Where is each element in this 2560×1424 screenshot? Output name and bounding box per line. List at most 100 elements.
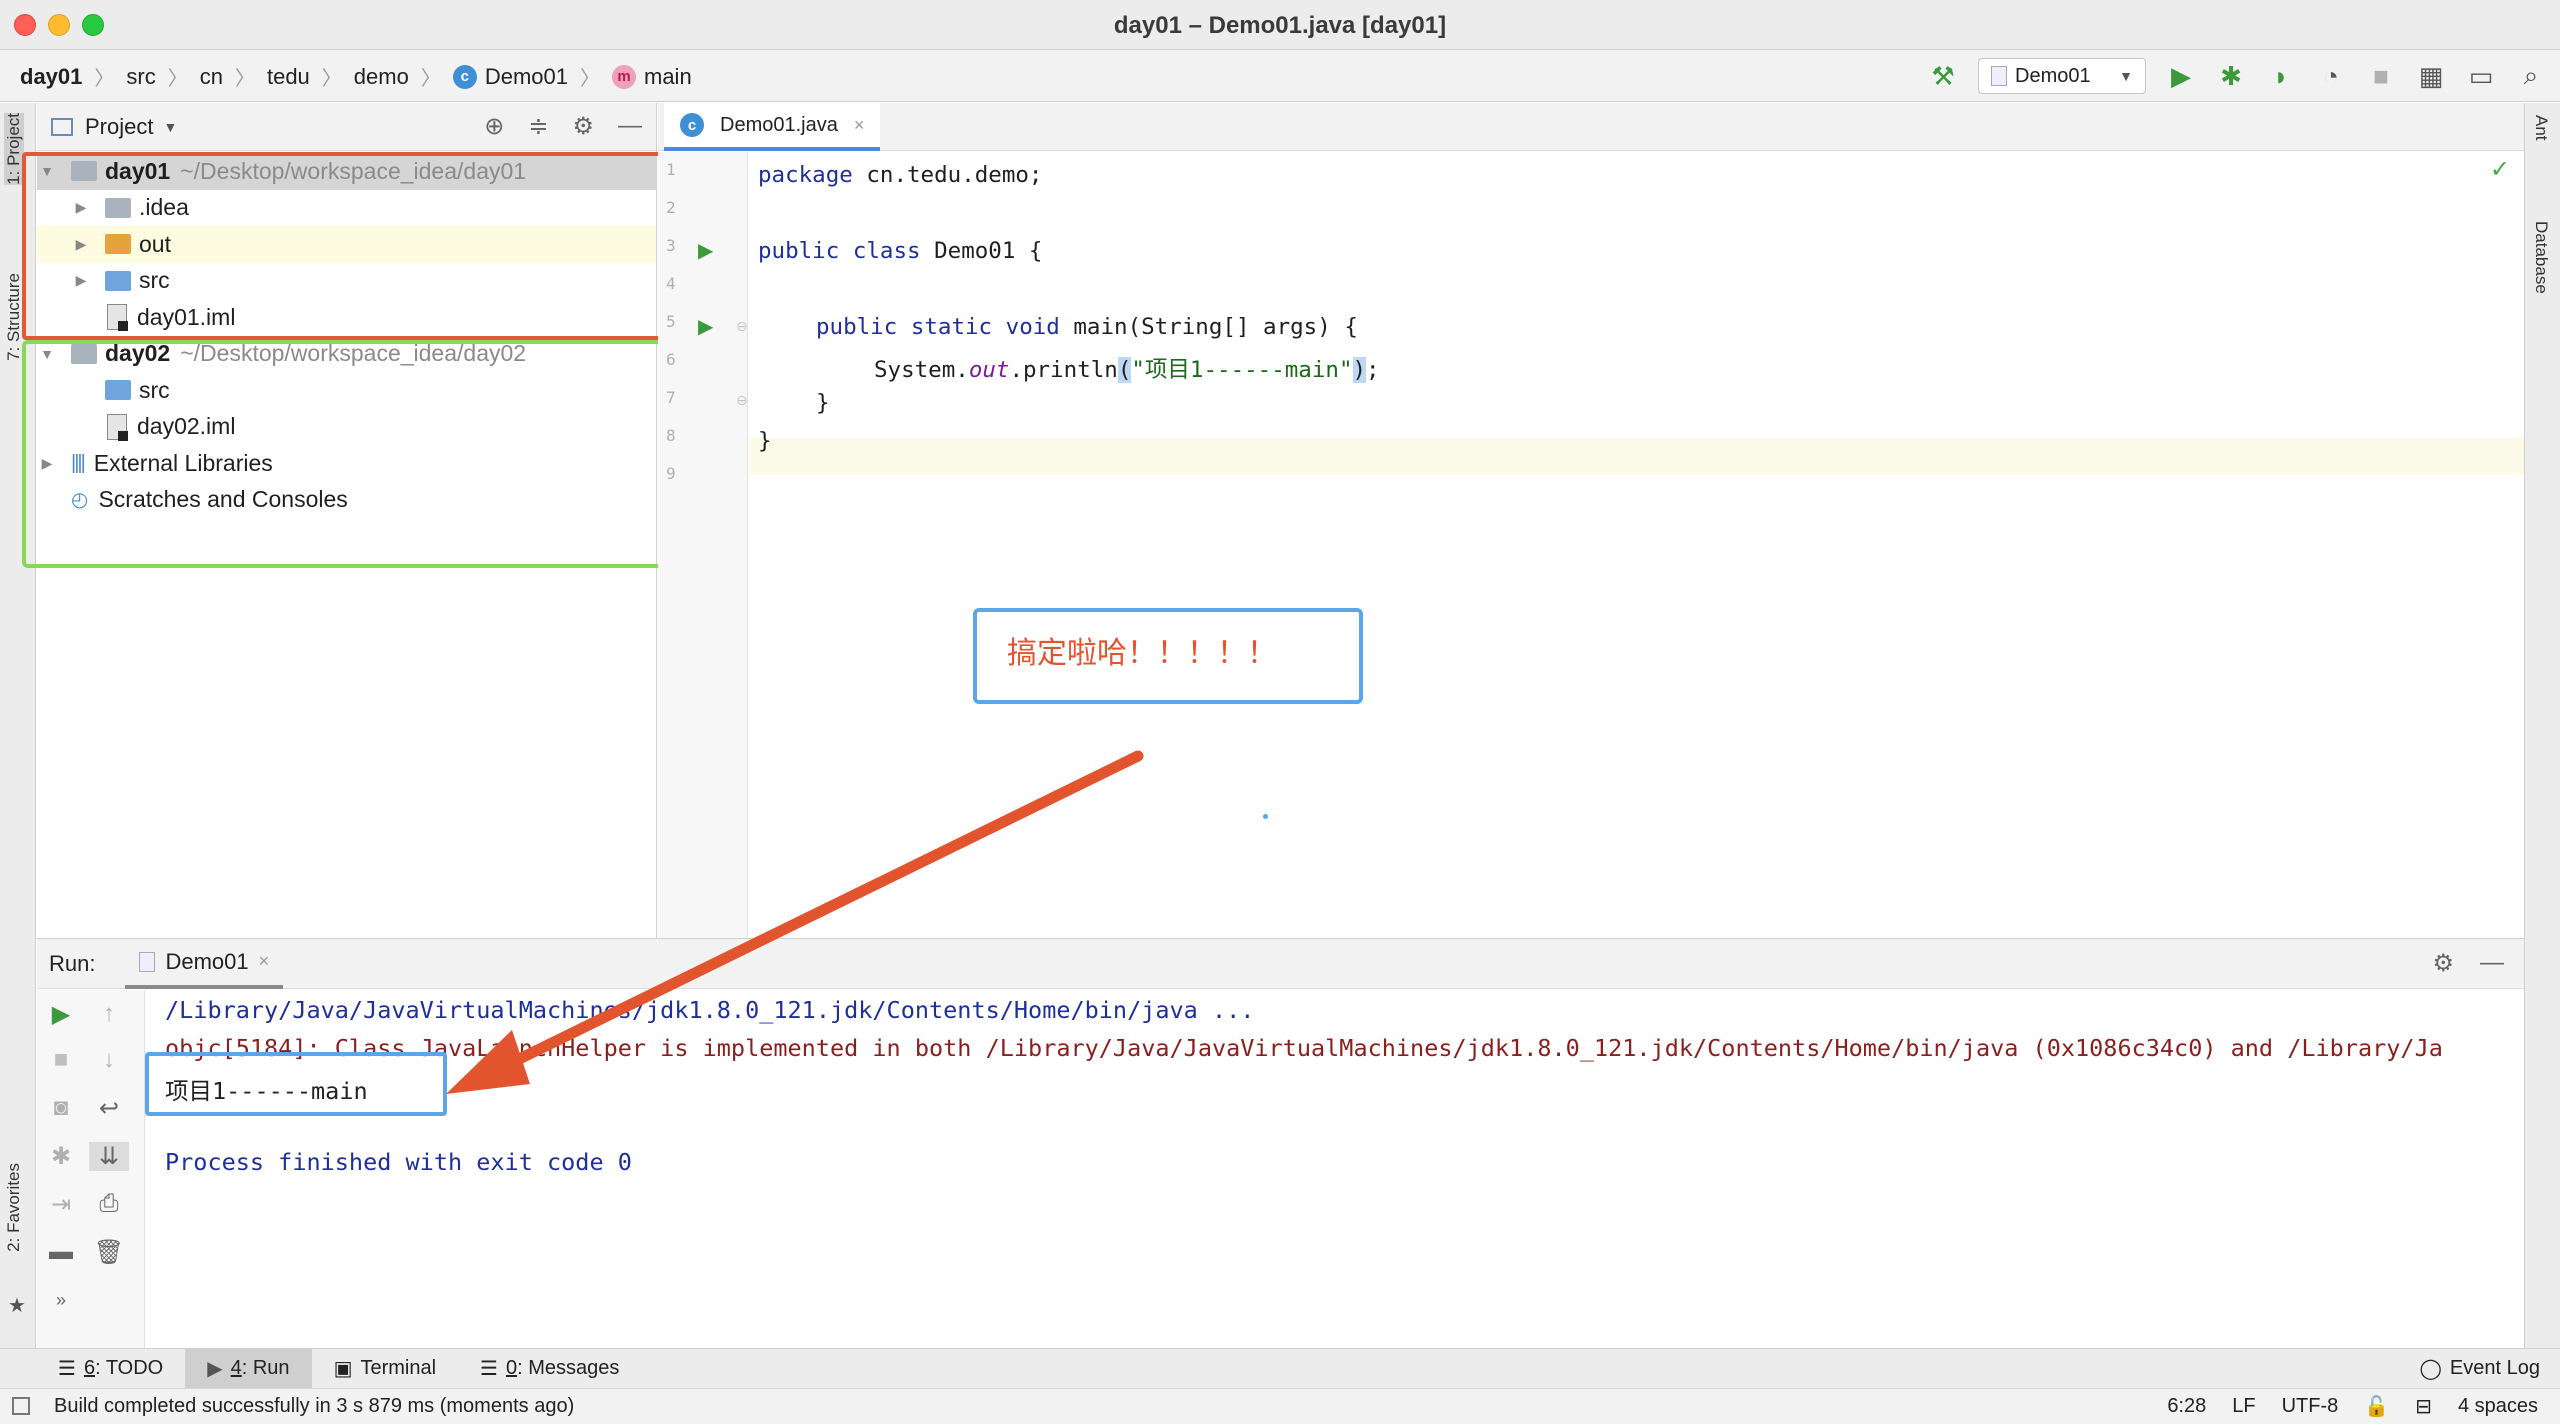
code-text: System. <box>874 357 969 383</box>
debug-bug-icon[interactable]: ✱ <box>50 1143 72 1170</box>
tab-favorites-tool[interactable]: 2: Favorites <box>4 1163 23 1252</box>
expand-arrow-icon[interactable]: ▼ <box>40 345 54 362</box>
hide-panel-icon[interactable]: — <box>618 112 642 139</box>
arrow-up-icon[interactable]: ↑ <box>103 1000 115 1027</box>
tree-item-day01-iml[interactable]: day01.iml <box>37 299 656 336</box>
gear-icon[interactable]: ⚙ <box>2432 950 2454 977</box>
annotation-callout: 搞定啦哈！！！！！ <box>973 608 1363 704</box>
breadcrumb-day01[interactable]: day01 <box>20 63 83 89</box>
minimize-window-button[interactable] <box>48 14 70 36</box>
terminal-tool-button[interactable]: ▣ Terminal <box>312 1349 458 1389</box>
breadcrumb-main[interactable]: m main <box>612 64 692 90</box>
locate-target-icon[interactable]: ⊕ <box>484 113 505 140</box>
soft-wrap-icon[interactable]: ↩ <box>98 1095 120 1122</box>
indent-setting[interactable]: 4 spaces <box>2457 1395 2538 1417</box>
presentation-icon[interactable]: ▭ <box>2468 60 2494 91</box>
tab-project-tool[interactable]: 1: Project <box>4 113 24 185</box>
close-icon[interactable]: × <box>853 114 865 135</box>
coverage-icon[interactable]: ◗ <box>2273 60 2289 91</box>
debug-bug-icon[interactable]: ✱ <box>2220 60 2242 91</box>
inspection-ok-check-icon[interactable]: ✓ <box>2489 156 2510 183</box>
gear-icon[interactable]: ⚙ <box>572 113 594 140</box>
red-highlight-box <box>22 152 680 340</box>
breadcrumb-tedu[interactable]: tedu <box>266 63 310 89</box>
chevron-down-icon[interactable]: ▼ <box>163 118 178 135</box>
print-icon[interactable]: ⎙ <box>99 1190 119 1217</box>
zoom-window-button[interactable] <box>82 14 104 36</box>
breadcrumb-demo[interactable]: demo <box>353 63 409 89</box>
left-tool-strip: 1: Project 7: Structure 2: Favorites ★ <box>0 103 36 1348</box>
stop-icon[interactable]: ■ <box>2373 60 2389 91</box>
collapse-arrow-icon[interactable]: ▶ <box>41 454 53 471</box>
tree-item-path: ~/Desktop/workspace_idea/day01 <box>180 157 527 184</box>
status-toggle-icon[interactable] <box>12 1397 30 1415</box>
more-icon[interactable]: » <box>55 1290 66 1310</box>
project-structure-icon[interactable]: ▦ <box>2418 60 2444 91</box>
iml-file-icon <box>107 304 128 332</box>
camera-icon[interactable]: ◙ <box>53 1094 69 1121</box>
tree-item-day01[interactable]: ▼ day01 ~/Desktop/workspace_idea/day01 <box>37 153 656 190</box>
scroll-to-end-icon[interactable]: ⇊ <box>89 1142 129 1171</box>
tab-demo01-java[interactable]: c Demo01.java × <box>664 103 881 151</box>
search-icon[interactable]: ⌕ <box>2523 60 2539 90</box>
messages-tool-button[interactable]: ☰ 0: Messages <box>458 1349 641 1389</box>
tab-database-tool[interactable]: Database <box>2532 221 2551 294</box>
tree-item-external-libraries[interactable]: ▶ |||| External Libraries <box>37 445 656 482</box>
trash-icon[interactable]: 🗑 <box>93 1239 125 1266</box>
tab-ant-tool[interactable]: Ant <box>2532 115 2551 141</box>
exit-icon[interactable]: ⇥ <box>50 1191 72 1218</box>
breadcrumb: day01 〉 src 〉 cn 〉 tedu 〉 demo 〉 c Demo0… <box>20 62 692 91</box>
tree-item-day02-iml[interactable]: day02.iml <box>37 409 656 446</box>
run-icon[interactable]: ▶ <box>2171 60 2191 91</box>
collapse-all-icon[interactable]: ≑ <box>528 113 549 140</box>
profile-icon[interactable]: ◔ <box>2323 60 2339 91</box>
collapse-arrow-icon[interactable]: ▶ <box>75 199 87 216</box>
expand-arrow-icon[interactable]: ▼ <box>40 163 54 180</box>
tree-item-scratches[interactable]: ◴ Scratches and Consoles <box>37 482 656 519</box>
build-hammer-icon[interactable]: ⚒ <box>1931 60 1955 91</box>
caret-position[interactable]: 6:28 <box>2167 1395 2207 1417</box>
tree-item-out[interactable]: ▶ out <box>37 226 656 263</box>
messages-number: 0 <box>505 1357 518 1379</box>
line-separator[interactable]: LF <box>2232 1395 2256 1417</box>
lock-icon[interactable]: 🔓 <box>2364 1396 2390 1418</box>
arrow-down-icon[interactable]: ↓ <box>103 1046 115 1073</box>
hide-panel-icon[interactable]: — <box>2480 949 2504 976</box>
tree-item-src[interactable]: src <box>37 372 656 409</box>
blue-highlight-box <box>145 1052 447 1116</box>
close-window-button[interactable] <box>14 14 36 36</box>
run-tool-button[interactable]: ▶ 4: Run <box>185 1348 312 1389</box>
event-log-button[interactable]: ◯ Event Log <box>2420 1356 2540 1381</box>
breadcrumb-src[interactable]: src <box>126 63 156 89</box>
tree-item-label: src <box>139 376 170 403</box>
collapse-arrow-icon[interactable]: ▶ <box>75 272 87 289</box>
todo-tool-button[interactable]: ☰ 6: TODO <box>36 1349 185 1389</box>
tree-item-idea[interactable]: ▶ .idea <box>37 190 656 227</box>
breadcrumb-cn[interactable]: cn <box>199 63 223 89</box>
code-text: } <box>816 390 830 416</box>
collapse-arrow-icon[interactable]: ▶ <box>75 235 87 252</box>
code-line-6: System.out.println("项目1------main"); <box>874 352 1380 384</box>
layout-icon[interactable]: ▬ <box>49 1238 73 1265</box>
console-line: 项目1------main <box>165 1077 368 1105</box>
console-output[interactable]: /Library/Java/JavaVirtualMachines/jdk1.8… <box>165 990 2515 1349</box>
run-tab-demo01[interactable]: Demo01 × <box>125 939 284 989</box>
stop-icon[interactable]: ■ <box>53 1046 69 1073</box>
line-number: 8 <box>666 426 676 445</box>
run-configuration-select[interactable]: Demo01 ▼ <box>1978 58 2146 94</box>
rerun-icon[interactable]: ▶ <box>51 1001 71 1028</box>
code-text: Demo01 { <box>920 238 1043 264</box>
fold-icon[interactable]: ⊖ <box>736 318 748 334</box>
breadcrumb-demo01[interactable]: c Demo01 <box>452 64 568 90</box>
project-panel-title[interactable]: Project <box>85 113 154 139</box>
editor-tabs: c Demo01.java × <box>658 103 2524 151</box>
tree-item-day02[interactable]: ▼ day02 ~/Desktop/workspace_idea/day02 <box>37 336 656 373</box>
status-message[interactable]: Build completed successfully in 3 s 879 … <box>54 1395 575 1417</box>
fold-icon[interactable]: ⊖ <box>736 392 748 408</box>
tree-item-src[interactable]: ▶ src <box>37 263 656 300</box>
close-icon[interactable]: × <box>258 951 270 971</box>
tab-structure-tool[interactable]: 7: Structure <box>4 273 23 361</box>
file-encoding[interactable]: UTF-8 <box>2281 1395 2339 1417</box>
run-method-gutter-icon[interactable]: ▶ <box>698 316 714 338</box>
run-class-gutter-icon[interactable]: ▶ <box>698 240 714 262</box>
